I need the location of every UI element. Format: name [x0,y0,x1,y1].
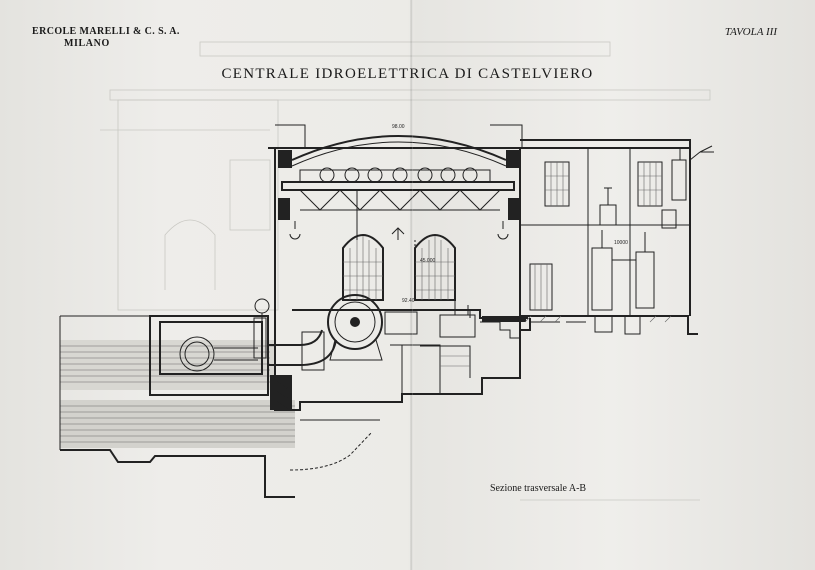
stairs-and-floors [292,309,528,339]
svg-text:10000: 10000 [614,240,628,246]
intake-chamber [149,298,270,396]
annex-foundation [520,315,672,331]
drawing-title: CENTRALE IDROELETTRICA DI CASTELVIERO [221,66,594,82]
tailrace-water-hatch [60,405,295,443]
electrical-annex: 10000 [520,139,714,335]
generator-set: 45.000 92.40 [301,240,476,394]
publisher-name: ERCOLE MARELLI & C. S. A. [32,26,180,37]
page-fold [410,0,413,570]
bleed-through-lines [100,41,711,501]
canal-water-hatch [60,345,275,383]
svg-text:45.000: 45.000 [420,258,436,264]
overhead-crane [278,167,520,240]
plate-number: TAVOLA III [724,26,777,38]
publisher-city: MILANO [64,38,110,49]
svg-text:98.00: 98.00 [392,124,405,130]
power-house-building: 98.00 [268,124,528,411]
water-channels [59,315,380,498]
svg-text:92.40: 92.40 [402,298,415,304]
section-caption: Sezione trasversale A-B [490,483,587,494]
arched-windows [289,221,509,301]
